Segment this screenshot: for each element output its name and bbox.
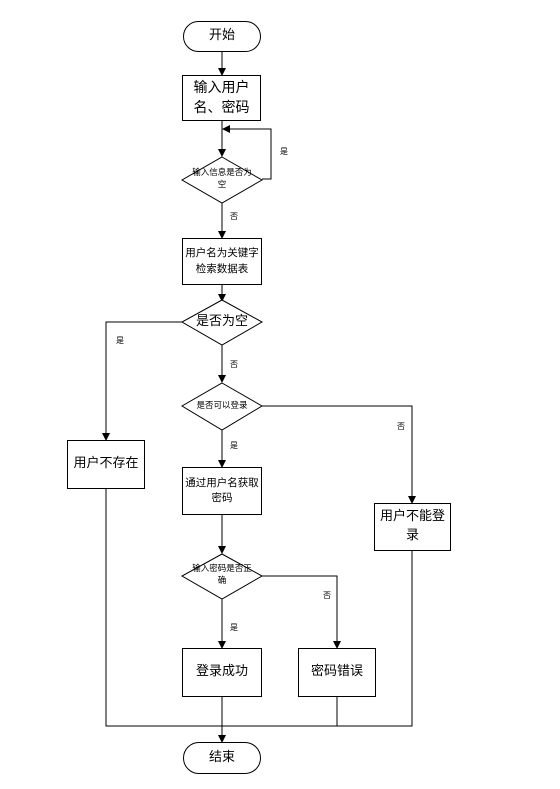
label-no-password: 否 (323, 591, 331, 600)
arrow-login-no (262, 405, 416, 504)
user-not-exist-box: 用户不存在 (67, 440, 145, 489)
input-credentials-box: 输入用户 名、密码 (182, 75, 261, 121)
decision-empty: 是否为空 (182, 300, 262, 345)
start-label: 开始 (208, 28, 235, 44)
decision-empty-label: 是否为空 (195, 314, 248, 330)
login-success-box: 登录成功 (182, 648, 262, 697)
line-not-exist-down (105, 489, 222, 727)
end-label: 结束 (208, 749, 235, 765)
decision-can-login: 是否可以登录 (182, 383, 262, 430)
arrow-empty-yes (102, 321, 182, 441)
decision-can-login-label: 是否可以登录 (196, 400, 248, 411)
wrong-password-label: 密码错误 (310, 664, 363, 680)
label-yes-empty: 是 (116, 336, 124, 345)
decision-password-correct-label: 输入密码是否正 确 (192, 564, 252, 586)
decision-shape-password (180, 553, 264, 600)
cannot-login-box: 用户不能登 录 (374, 503, 451, 551)
search-table-box: 用户名为关键字 检索数据表 (182, 238, 262, 285)
decision-shape-empty (180, 299, 264, 346)
get-password-label: 通过用户名获取 密码 (185, 476, 259, 504)
start-terminal: 开始 (183, 21, 261, 52)
decision-shape-login (181, 382, 263, 431)
line-wrong-down (222, 697, 338, 727)
label-no-info: 否 (230, 212, 238, 221)
label-yes-loop: 是 (280, 147, 288, 156)
arrow-pwd-no (262, 575, 341, 649)
search-table-label: 用户名为关键字 检索数据表 (185, 247, 259, 275)
label-no-empty: 否 (230, 360, 238, 369)
label-yes-login: 是 (230, 441, 238, 450)
login-success-label: 登录成功 (195, 664, 248, 680)
loop-yes-back (222, 125, 272, 180)
label-no-login: 否 (397, 422, 405, 431)
wrong-password-box: 密码错误 (298, 648, 376, 697)
decision-info-empty: 输入信息是否为 空 (186, 161, 258, 199)
label-yes-password: 是 (230, 623, 238, 632)
input-credentials-label: 输入用户 名、密码 (193, 79, 250, 116)
decision-info-empty-label: 输入信息是否为 空 (192, 168, 252, 190)
get-password-box: 通过用户名获取 密码 (182, 467, 262, 515)
end-terminal: 结束 (183, 742, 261, 774)
decision-password-correct: 输入密码是否正 确 (186, 557, 258, 595)
cannot-login-label: 用户不能登 录 (379, 509, 445, 543)
decision-shape-info-empty (180, 156, 264, 204)
user-not-exist-label: 用户不存在 (73, 456, 139, 472)
